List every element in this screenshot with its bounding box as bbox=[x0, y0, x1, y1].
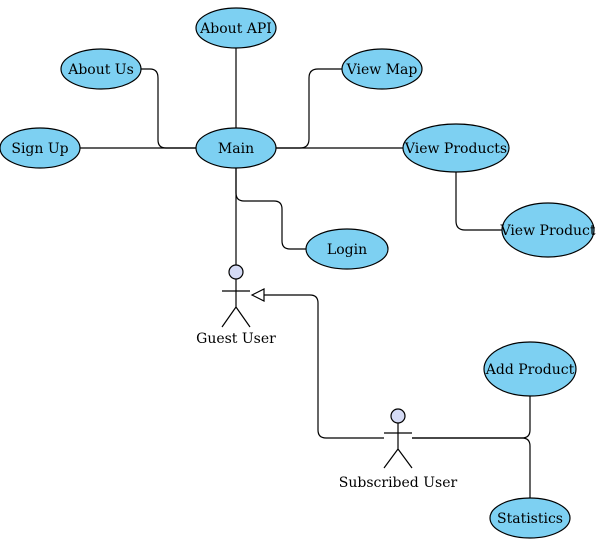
edge-main-login bbox=[235, 168, 306, 250]
actor-guest-user[interactable]: Guest User bbox=[196, 264, 276, 347]
edge-subscribed-statistics bbox=[412, 437, 531, 498]
use-case-add-product[interactable]: Add Product bbox=[483, 341, 577, 397]
use-case-label: Login bbox=[327, 242, 367, 258]
use-case-label: View Products bbox=[404, 141, 507, 157]
actor-subscribed-user[interactable]: Subscribed User bbox=[339, 408, 458, 491]
actor-body bbox=[383, 423, 413, 469]
edge-subscribed-add-product bbox=[412, 390, 531, 439]
use-case-ellipse bbox=[483, 341, 577, 397]
use-case-label: Statistics bbox=[497, 511, 563, 527]
actor-head bbox=[228, 264, 244, 280]
connectors bbox=[80, 48, 531, 498]
use-case-ellipse bbox=[195, 7, 277, 49]
use-case-main[interactable]: Main bbox=[195, 127, 277, 169]
use-case-view-products[interactable]: View Products bbox=[402, 123, 510, 173]
actor-body bbox=[221, 279, 251, 328]
use-case-about-api[interactable]: About API bbox=[195, 7, 277, 49]
use-case-view-map[interactable]: View Map bbox=[341, 48, 423, 90]
use-case-ellipse bbox=[341, 48, 423, 90]
use-case-label: About Us bbox=[67, 62, 134, 78]
use-case-ellipse bbox=[305, 228, 389, 270]
use-case-login[interactable]: Login bbox=[305, 228, 389, 270]
actor-head bbox=[390, 408, 406, 424]
edge-main-view-map bbox=[276, 68, 343, 149]
edge-generalization bbox=[262, 294, 384, 439]
use-case-ellipse bbox=[501, 202, 595, 258]
use-case-ellipse bbox=[489, 497, 571, 539]
use-case-ellipse bbox=[60, 48, 142, 90]
generalization-arrowhead bbox=[250, 288, 265, 302]
use-case-label: About API bbox=[199, 21, 272, 37]
edge-main-about-us bbox=[141, 68, 196, 149]
use-case-view-product[interactable]: View Product bbox=[499, 202, 596, 258]
actor-label: Subscribed User bbox=[339, 475, 458, 491]
use-case-ellipse bbox=[402, 123, 510, 173]
use-case-label: Add Product bbox=[485, 362, 575, 378]
use-case-label: View Product bbox=[499, 223, 595, 239]
use-case-statistics[interactable]: Statistics bbox=[489, 497, 571, 539]
use-case-label: View Map bbox=[346, 62, 418, 78]
use-case-label: Main bbox=[218, 141, 254, 157]
use-case-ellipse bbox=[195, 127, 277, 169]
actor-label: Guest User bbox=[196, 331, 276, 347]
use-case-ellipse bbox=[0, 127, 81, 169]
edge-view-products-view-product bbox=[455, 172, 502, 231]
use-case-about-us[interactable]: About Us bbox=[60, 48, 142, 90]
use-case-sign-up[interactable]: Sign Up bbox=[0, 127, 81, 169]
use-case-label: Sign Up bbox=[11, 141, 68, 157]
